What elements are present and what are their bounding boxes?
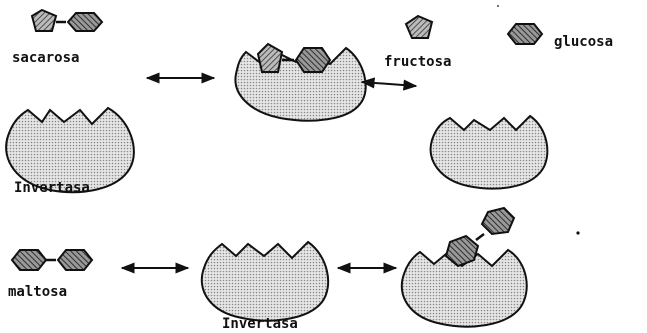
enzyme-bottom-label: Invertasa xyxy=(222,316,298,332)
enzyme-top-label: Invertasa xyxy=(14,180,90,196)
glucose-hexagon-icon xyxy=(296,48,330,72)
enzyme-maltose-no-fit xyxy=(402,208,527,327)
fructose-label: fructosa xyxy=(384,54,451,70)
sucrose-label: sacarosa xyxy=(12,50,79,66)
scan-speck xyxy=(497,5,499,7)
glucose-hexagon-icon xyxy=(482,208,514,234)
equilibrium-arrow xyxy=(362,82,416,86)
fructose-pentagon-icon xyxy=(258,44,282,72)
glucose-hexagon-icon xyxy=(58,250,92,270)
fructose-pentagon-icon xyxy=(32,10,56,31)
invertase-enzyme-icon xyxy=(431,116,548,189)
glucose-hexagon-icon xyxy=(68,13,102,31)
glucose-label: glucosa xyxy=(554,34,613,50)
glucose-hexagon-icon xyxy=(508,24,542,44)
glucose-hexagon-icon xyxy=(12,250,46,270)
maltose-label: maltosa xyxy=(8,284,67,300)
enzyme-substrate-complex xyxy=(235,44,365,121)
fructose-pentagon-icon xyxy=(406,16,432,38)
invertase-enzyme-icon xyxy=(202,242,328,321)
scan-speck xyxy=(576,231,579,234)
maltose-molecule xyxy=(12,250,92,270)
sucrose-molecule xyxy=(32,10,102,31)
